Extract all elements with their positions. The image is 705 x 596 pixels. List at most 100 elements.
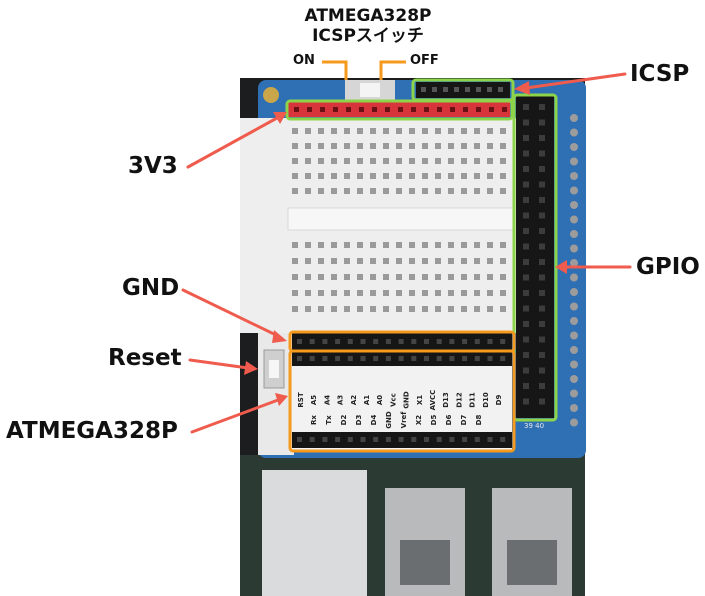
atmega-pin bbox=[335, 356, 341, 361]
gpio-side-pin bbox=[570, 114, 578, 122]
arrowhead-atmega bbox=[275, 393, 288, 406]
switch-title-line1: ATMEGA328P bbox=[304, 6, 432, 26]
atmega-pin bbox=[385, 437, 391, 442]
breadboard-hole bbox=[435, 188, 441, 194]
gpio-pin bbox=[539, 119, 545, 126]
highlight-3v3-rail bbox=[285, 99, 514, 121]
atmega-pin bbox=[360, 356, 366, 361]
gpio-pin bbox=[523, 243, 529, 250]
rail-hole bbox=[450, 107, 455, 112]
callout-gnd: GND bbox=[122, 275, 180, 301]
callout-gpio: GPIO bbox=[636, 254, 700, 280]
gpio-pin bbox=[539, 321, 545, 327]
atmega-pin bbox=[487, 356, 493, 361]
rail-hole bbox=[437, 107, 442, 112]
breadboard-hole bbox=[500, 258, 506, 264]
usb-slot-right bbox=[507, 540, 557, 585]
gpio-side-pins bbox=[570, 114, 578, 427]
gpio-side-pin bbox=[570, 143, 578, 151]
breadboard-hole bbox=[292, 188, 298, 194]
breadboard-hole bbox=[344, 143, 350, 149]
rail-hole bbox=[385, 107, 390, 112]
breadboard-holes bbox=[292, 128, 506, 312]
gpio-side-pin bbox=[570, 201, 578, 209]
rail-hole bbox=[294, 107, 299, 112]
gpio-pin bbox=[539, 259, 545, 265]
atmega-pin bbox=[347, 356, 353, 361]
gpio-pin bbox=[523, 135, 529, 141]
gpio-side-pin bbox=[570, 375, 578, 383]
breadboard-hole bbox=[357, 306, 363, 312]
pin-label: A3 bbox=[337, 395, 345, 405]
atmega-pin bbox=[385, 356, 391, 361]
atmega-pin bbox=[360, 437, 366, 442]
breadboard-hole bbox=[370, 128, 376, 134]
breadboard-hole bbox=[474, 143, 480, 149]
breadboard-hole bbox=[461, 143, 467, 149]
gpio-pin bbox=[539, 197, 545, 203]
rail-hole bbox=[502, 107, 507, 112]
breadboard-hole bbox=[292, 173, 298, 179]
breadboard-hole bbox=[370, 306, 376, 312]
gpio-pin bbox=[523, 321, 529, 327]
arrow-reset bbox=[188, 358, 250, 370]
atmega-pin bbox=[373, 356, 379, 361]
atmega-pin bbox=[297, 437, 302, 442]
breadboard-hole bbox=[487, 242, 493, 248]
breadboard-hole bbox=[396, 290, 402, 296]
breadboard-hole bbox=[370, 274, 376, 280]
breadboard-hole bbox=[487, 158, 493, 164]
breadboard-hole bbox=[474, 242, 480, 248]
breadboard-hole bbox=[383, 274, 389, 280]
breadboard-hole bbox=[474, 158, 480, 164]
breadboard-hole bbox=[396, 274, 402, 280]
atmega-pin bbox=[500, 437, 506, 442]
atmega-pin bbox=[398, 437, 404, 442]
gnd-pin bbox=[449, 339, 455, 344]
atmega-pin bbox=[309, 356, 315, 361]
gnd-pin bbox=[385, 339, 391, 344]
gpio-corner-label: 39 40 bbox=[524, 422, 544, 430]
pin-label: D5 bbox=[430, 415, 438, 426]
highlight-atmega bbox=[288, 349, 516, 453]
gpio-pin bbox=[539, 274, 545, 281]
breadboard-hole bbox=[383, 158, 389, 164]
breadboard-hole bbox=[396, 143, 402, 149]
gnd-pin bbox=[436, 339, 442, 344]
atmega-pin bbox=[474, 356, 480, 361]
breadboard-hole bbox=[422, 242, 428, 248]
breadboard-hole bbox=[500, 188, 506, 194]
pin-label: D13 bbox=[442, 392, 450, 408]
gpio-side-pin bbox=[570, 389, 578, 398]
breadboard-hole bbox=[500, 158, 506, 164]
gpio-pin bbox=[523, 150, 529, 157]
breadboard-hole bbox=[292, 290, 298, 296]
breadboard-hole bbox=[357, 258, 363, 264]
breadboard-hole bbox=[370, 143, 376, 149]
gpio-side-pin bbox=[570, 215, 578, 224]
gpio-pin bbox=[523, 352, 529, 358]
pin-label: A1 bbox=[363, 395, 371, 405]
rail-hole bbox=[372, 107, 377, 112]
breadboard-hole bbox=[357, 128, 363, 134]
breadboard-hole bbox=[305, 128, 311, 134]
atmega-pin bbox=[322, 356, 328, 361]
gnd-pin bbox=[474, 339, 480, 344]
breadboard-hole bbox=[461, 242, 467, 248]
breadboard-hole bbox=[357, 274, 363, 280]
breadboard-hole bbox=[474, 188, 480, 194]
atmega-pin bbox=[322, 437, 328, 442]
rail-hole bbox=[398, 107, 403, 112]
breadboard-hole bbox=[487, 173, 493, 179]
gpio-pin bbox=[523, 228, 529, 234]
pin-label: D10 bbox=[482, 392, 490, 408]
breadboard-hole bbox=[435, 290, 441, 296]
gnd-pin bbox=[309, 339, 315, 344]
rail-hole bbox=[424, 107, 429, 112]
breadboard-hole bbox=[318, 306, 324, 312]
gpio-pin bbox=[539, 383, 545, 389]
pin-label: AVCC bbox=[429, 390, 437, 411]
atmega-pin bbox=[373, 437, 379, 442]
gpio-pin bbox=[523, 259, 529, 265]
